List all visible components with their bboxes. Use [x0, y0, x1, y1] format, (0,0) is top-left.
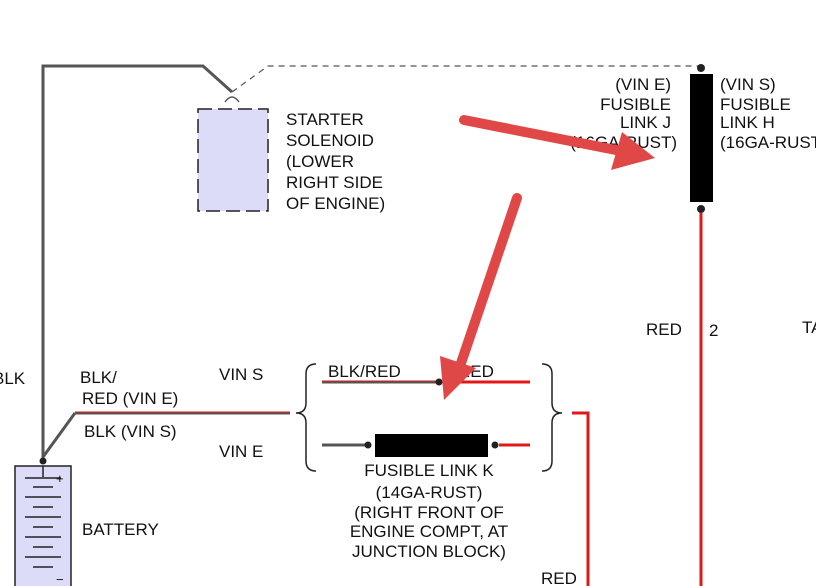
link-j-label-3: LINK J — [620, 113, 671, 132]
starter-solenoid-label-4: RIGHT SIDE — [286, 173, 383, 192]
link-k-left-terminal — [364, 441, 372, 449]
black-red-wire-vin-e — [41, 412, 77, 458]
red-wire-label-bottom: RED — [541, 569, 577, 586]
link-h-label-4: (16GA-RUST) — [720, 133, 816, 152]
starter-solenoid-label-5: OF ENGINE) — [286, 194, 385, 213]
link-h-label-3: LINK H — [720, 113, 775, 132]
blk-red-wire-label: BLK/RED — [328, 362, 401, 381]
battery-minus-sign: − — [56, 572, 64, 586]
blk-red-vin-e-label-1: BLK/ — [80, 368, 117, 387]
starter-solenoid-label-3: (LOWER — [286, 152, 354, 171]
fusible-link-top-terminal — [697, 64, 705, 72]
link-k-right-terminal — [491, 441, 499, 449]
left-brace — [295, 363, 317, 472]
battery-symbol — [14, 465, 72, 586]
black-wire-battery-to-solenoid — [41, 64, 234, 460]
fusible-link-j-h-body — [690, 74, 713, 202]
annotation-arrow-to-splice — [440, 193, 522, 400]
link-k-label-3: (RIGHT FRONT OF — [354, 503, 504, 522]
battery-plus-sign: + — [56, 471, 64, 486]
link-k-label-5: JUNCTION BLOCK) — [352, 542, 506, 561]
circuit-number-label: 2 — [709, 321, 718, 340]
link-j-label-2: FUSIBLE — [600, 95, 671, 114]
starter-solenoid-label-2: SOLENOID — [286, 131, 374, 150]
vin-s-label: VIN S — [219, 365, 263, 384]
starter-solenoid-label-1: STARTER — [286, 110, 364, 129]
solenoid-connector — [224, 96, 240, 103]
link-k-label-1: FUSIBLE LINK K — [364, 461, 494, 480]
link-h-label-1: (VIN S) — [720, 75, 776, 94]
edge-right-fragment: TA — [802, 318, 816, 337]
right-brace — [541, 363, 563, 472]
dashed-connection-wire — [231, 65, 698, 93]
blk-red-vin-e-label-2: RED (VIN E) — [82, 389, 178, 408]
starter-solenoid-box — [197, 108, 269, 212]
vin-s-splice-terminal — [435, 378, 443, 386]
fusible-link-k-body — [375, 434, 488, 457]
red-wire-color-label: RED — [646, 320, 682, 339]
link-h-label-2: FUSIBLE — [720, 95, 791, 114]
link-k-label-4: ENGINE COMPT, AT — [350, 522, 508, 541]
red-wire-from-junction — [572, 411, 590, 586]
battery-positive-terminal — [39, 457, 47, 465]
link-k-label-2: (14GA-RUST) — [376, 483, 483, 502]
vin-e-label: VIN E — [219, 442, 263, 461]
blk-vin-s-label: BLK (VIN S) — [84, 422, 177, 441]
battery-label: BATTERY — [82, 520, 159, 539]
link-j-label-1: (VIN E) — [615, 75, 671, 94]
fusible-link-bottom-terminal — [697, 205, 705, 213]
edge-left-fragment: BLK — [0, 369, 26, 388]
annotation-arrow-to-link-j — [459, 115, 655, 170]
